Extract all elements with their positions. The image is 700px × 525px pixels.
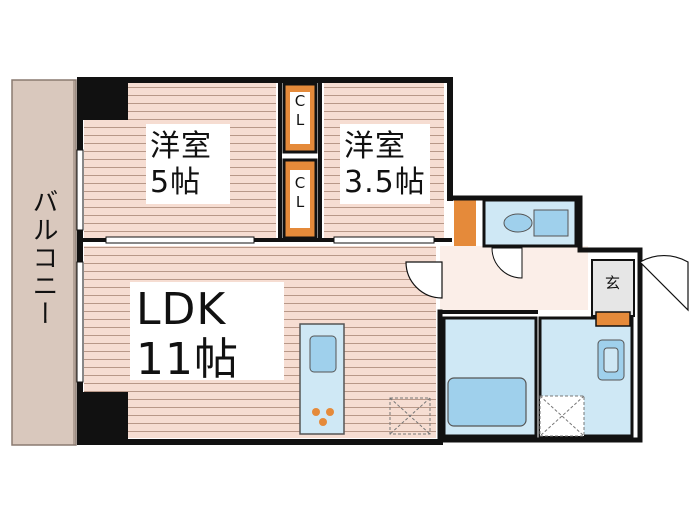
shoe-cabinet xyxy=(595,311,631,327)
entrance-label: 玄 xyxy=(605,274,621,292)
fridge-space xyxy=(389,397,431,435)
closet-1-label: CL xyxy=(294,92,306,129)
toilet-door-swing xyxy=(491,247,523,279)
western-room-1-name: 洋室 xyxy=(150,129,212,164)
walls xyxy=(77,77,643,445)
stove-burner-icon xyxy=(312,408,320,416)
ldk-name: LDK xyxy=(136,284,227,335)
storage-orange xyxy=(454,200,476,246)
western-room-2-name: 洋室 xyxy=(344,129,406,164)
front-door-swing xyxy=(639,255,689,312)
western-room-2-size: 3.5帖 xyxy=(344,165,426,200)
bathtub-icon xyxy=(447,377,527,427)
western-room-1-size: 5帖 xyxy=(150,165,202,200)
stove-burner-icon xyxy=(319,418,327,426)
balcony-label: バルコニー xyxy=(28,188,58,328)
ldk-size: 11帖 xyxy=(136,334,239,385)
kitchen-sink-icon xyxy=(309,335,337,373)
toilet-icon xyxy=(503,213,533,233)
closet-2-label: CL xyxy=(294,174,306,211)
entry-door-swing xyxy=(405,261,443,299)
stove-burner-icon xyxy=(326,408,334,416)
balcony-area xyxy=(11,79,77,446)
